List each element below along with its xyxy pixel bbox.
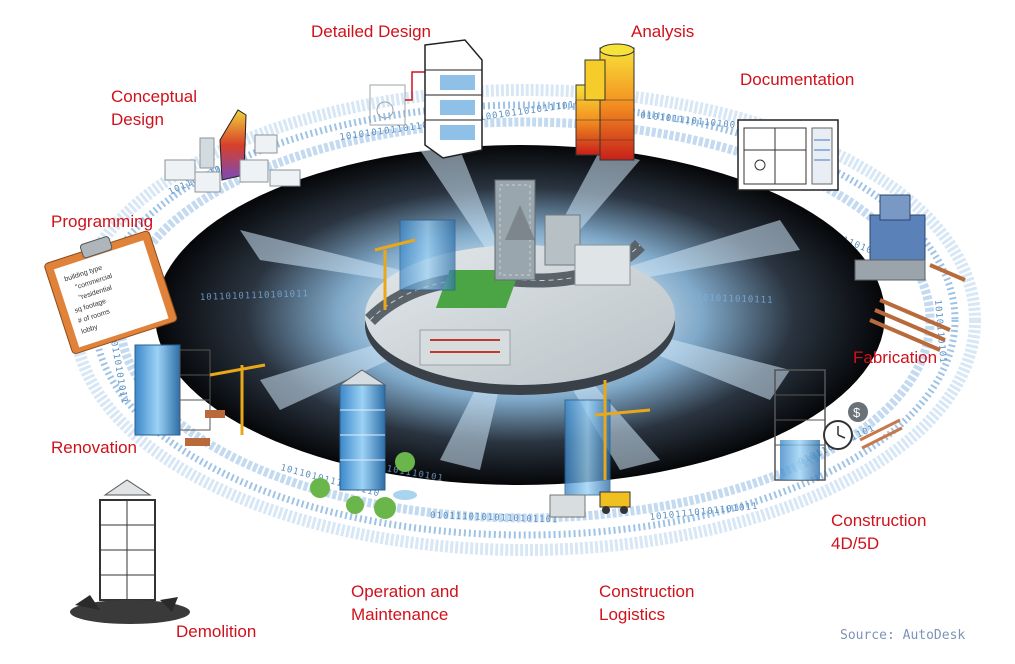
svg-text:10110101110101011: 10110101110101011	[200, 289, 309, 303]
clipboard-item: lobby	[81, 324, 100, 336]
documentation-icon	[737, 119, 839, 191]
label-renovation: Renovation	[51, 438, 138, 457]
label-demolition: Demolition	[176, 622, 257, 641]
label-detailed-design: Detailed Design	[311, 22, 432, 41]
svg-text:01011101010110101101: 01011101010110101101	[430, 511, 559, 525]
programming-clipboard-icon: building type "commercial "residential s…	[44, 230, 178, 355]
label-conceptual-design: Conceptual Design	[111, 87, 198, 129]
label-construction-logistics: Construction Logistics	[599, 582, 695, 624]
svg-text:1101011010111: 1101011010111	[690, 293, 774, 306]
label-construction-4d5d: Construction 4D/5D	[831, 511, 927, 553]
construction-logistics-icon	[549, 380, 651, 518]
operation-maintenance-icon	[310, 369, 417, 519]
renovation-icon	[134, 344, 266, 446]
label-documentation: Documentation	[740, 70, 855, 89]
label-operation-maintenance: Operation and Maintenance	[351, 582, 459, 624]
source-credit: Source: AutoDesk	[840, 628, 966, 643]
label-fabrication: Fabrication	[853, 348, 938, 367]
construction-4d5d-icon: $	[774, 369, 903, 481]
label-analysis: Analysis	[631, 22, 695, 41]
label-programming: Programming	[51, 212, 154, 231]
central-city-platform	[365, 179, 675, 395]
fabrication-icon	[854, 194, 966, 352]
detailed-design-icon	[369, 39, 483, 159]
conceptual-design-icon	[164, 109, 301, 193]
demolition-icon	[70, 479, 190, 624]
svg-text:$: $	[853, 405, 861, 420]
analysis-icon	[575, 43, 635, 161]
